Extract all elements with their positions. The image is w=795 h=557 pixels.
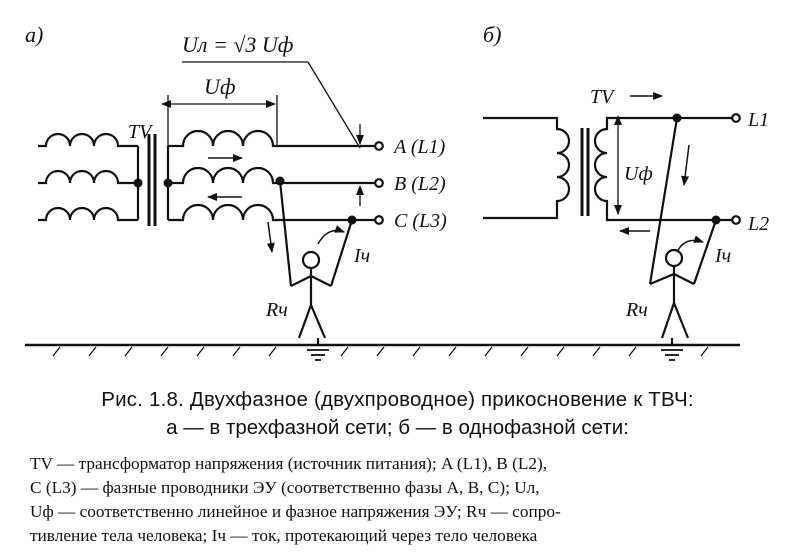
legend-line: Uф — соответственно линейное и фазное на… (30, 502, 561, 521)
person-figure-a (290, 250, 332, 344)
line-label-l2: L2 (747, 213, 769, 235)
figure-legend: TV — трансформатор напряжения (источник … (30, 452, 778, 548)
secondary-winding-a (166, 129, 382, 222)
legend-line: C (L3) — фазные проводники ЭУ (соответст… (30, 478, 540, 497)
panel-b-label: б) (483, 22, 501, 47)
current-label-a: Iч (353, 245, 370, 267)
transformer-label-a: TV (128, 121, 154, 143)
panel-a-label: а) (25, 22, 43, 47)
line-voltage-formula: Uл = √3 Uф (182, 32, 294, 57)
legend-line: тивление тела человека; Iч — ток, протек… (30, 526, 538, 545)
primary-winding-b (483, 116, 571, 220)
terminal-b (374, 178, 384, 188)
primary-winding-a (38, 132, 140, 222)
line-label-c: C (L3) (394, 210, 447, 232)
current-label-b: Iч (714, 245, 731, 267)
figure-caption-subtitle: а — в трехфазной сети; б — в однофазной … (166, 416, 629, 439)
ground-symbol-a (303, 344, 333, 361)
terminal-l2 (731, 215, 741, 225)
terminal-a (374, 141, 384, 151)
line-label-l1: L1 (747, 109, 769, 131)
phase-voltage-label-b: Uф (624, 163, 653, 185)
figure-caption-title: Рис. 1.8. Двухфазное (двухпроводное) при… (101, 388, 694, 411)
person-figure-b (649, 248, 695, 344)
transformer-label-b: TV (590, 86, 616, 108)
terminal-l1 (731, 113, 741, 123)
two-phase-touch-diagram: а) Uл = √3 Uф Uф TV A (L1) B (L2) C (L3)… (25, 22, 769, 361)
legend-line: TV — трансформатор напряжения (источник … (30, 454, 548, 473)
ground-symbol-b (657, 344, 687, 361)
terminal-c (374, 215, 384, 225)
ground-hatching (52, 346, 709, 357)
resistance-label-b: Rч (625, 299, 648, 321)
line-label-b: B (L2) (394, 173, 446, 195)
secondary-winding-b (593, 116, 732, 222)
line-label-a: A (L1) (392, 136, 446, 158)
resistance-label-a: Rч (265, 299, 288, 321)
phase-voltage-label-a: Uф (204, 74, 236, 99)
